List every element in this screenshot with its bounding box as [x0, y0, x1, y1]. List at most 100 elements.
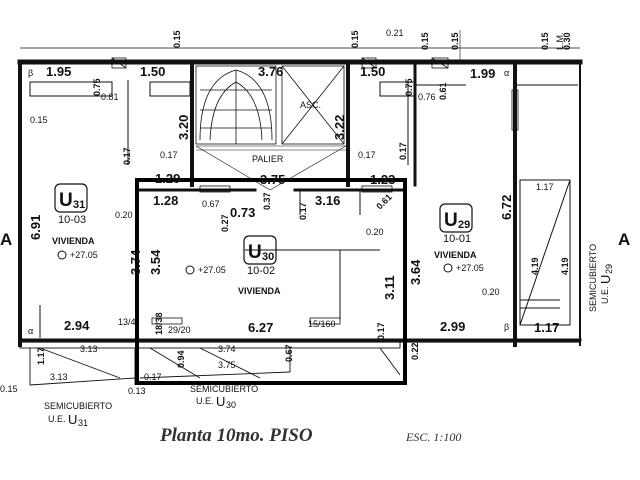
alpha-symbol-bottom: α: [28, 326, 33, 336]
unit-u29: U 29 10-01 VIVIENDA +27.05: [434, 203, 484, 273]
svg-text:1.99: 1.99: [470, 66, 495, 81]
palier-area: [195, 145, 347, 191]
svg-text:29/20: 29/20: [168, 325, 191, 335]
unit-u29-type: VIVIENDA: [434, 250, 477, 260]
unit-u30-number: 10-02: [247, 265, 275, 277]
svg-text:U: U: [216, 394, 225, 409]
semi-u31: SEMICUBIERTO U.E. U 31: [44, 401, 112, 428]
svg-text:0.15: 0.15: [172, 30, 182, 48]
unit-u31-code: U: [59, 190, 73, 211]
svg-text:3.64: 3.64: [408, 259, 423, 285]
svg-text:U: U: [598, 275, 613, 284]
svg-text:3.76: 3.76: [258, 64, 283, 79]
svg-text:0.21: 0.21: [386, 28, 404, 38]
svg-text:U.E.: U.E.: [48, 414, 66, 424]
svg-text:0.67: 0.67: [284, 344, 294, 362]
svg-text:0.15: 0.15: [420, 32, 430, 50]
svg-text:3.75: 3.75: [218, 360, 236, 370]
unit-u30-code: U: [248, 242, 262, 263]
svg-text:0.15: 0.15: [540, 32, 550, 50]
svg-text:0.27: 0.27: [220, 214, 230, 232]
unit-u31-type: VIVIENDA: [52, 236, 95, 246]
svg-text:0.73: 0.73: [230, 205, 255, 220]
beta-symbol-bottom: β: [504, 322, 509, 332]
stair: [195, 65, 277, 145]
svg-text:0.81: 0.81: [101, 92, 119, 102]
svg-text:1.17: 1.17: [534, 320, 559, 335]
unit-u30: U 30 10-02 VIVIENDA +27.05: [185, 235, 281, 296]
unit-u29-number: 10-01: [443, 233, 471, 245]
svg-text:1.28: 1.28: [153, 193, 178, 208]
svg-text:0.17: 0.17: [398, 142, 408, 160]
unit-u30-sub: 30: [262, 251, 274, 263]
asc-label: ASC.: [300, 100, 321, 110]
svg-text:0.67: 0.67: [202, 199, 220, 209]
svg-text:0.20: 0.20: [115, 210, 133, 220]
elevator: [281, 65, 345, 145]
semi-u29: SEMICUBIERTO U.E. U 29: [588, 244, 614, 312]
semi-u30: SEMICUBIERTO U.E. U 30: [190, 384, 258, 410]
svg-text:3.13: 3.13: [50, 372, 68, 382]
level-marker-icon: [443, 263, 453, 273]
svg-text:3.20: 3.20: [176, 115, 191, 140]
section-a-right: A: [618, 230, 630, 249]
svg-text:1.50: 1.50: [360, 64, 385, 79]
level-marker-icon: [57, 250, 67, 260]
svg-text:29: 29: [604, 264, 614, 274]
svg-text:4.19: 4.19: [560, 257, 570, 275]
alpha-symbol: α: [504, 68, 509, 78]
svg-text:3.74: 3.74: [218, 344, 236, 354]
svg-text:0.17: 0.17: [358, 150, 376, 160]
svg-text:18/38: 18/38: [154, 312, 164, 335]
svg-text:SEMICUBIERTO: SEMICUBIERTO: [44, 401, 112, 411]
svg-text:0.17: 0.17: [122, 147, 132, 165]
dimensions-vertical: 6.91 3.20 3.22 3.54 3.74 3.11 3.64 6.72 …: [28, 30, 572, 368]
svg-text:SEMICUBIERTO: SEMICUBIERTO: [190, 384, 258, 394]
svg-text:4.19: 4.19: [530, 257, 540, 275]
svg-text:3.54: 3.54: [148, 249, 163, 275]
svg-text:1.50: 1.50: [140, 64, 165, 79]
svg-text:1.17: 1.17: [536, 182, 554, 192]
section-a-left: A: [0, 230, 12, 249]
dimensions: 1.95 1.50 3.76 1.50 1.99 0.81 0.76 0.21 …: [0, 28, 559, 396]
lm-label: L.M.: [555, 32, 565, 50]
svg-text:0.13: 0.13: [128, 386, 146, 396]
svg-text:0.61: 0.61: [374, 192, 393, 211]
windows: [111, 57, 519, 325]
svg-text:3.11: 3.11: [382, 275, 397, 300]
svg-text:2.94: 2.94: [64, 318, 90, 333]
svg-text:0.30: 0.30: [562, 32, 572, 50]
svg-text:1.23: 1.23: [370, 172, 395, 187]
svg-text:SEMICUBIERTO: SEMICUBIERTO: [588, 244, 598, 312]
unit-u30-level: +27.05: [198, 265, 226, 275]
beta-symbol: β: [28, 68, 33, 78]
svg-text:0.37: 0.37: [262, 192, 272, 210]
svg-text:0.20: 0.20: [366, 227, 384, 237]
unit-u30-type: VIVIENDA: [238, 286, 281, 296]
svg-text:0.75: 0.75: [404, 78, 414, 96]
unit-u29-code: U: [444, 210, 458, 231]
svg-text:0.20: 0.20: [482, 287, 500, 297]
level-marker-icon: [185, 265, 195, 275]
unit-u31-sub: 31: [73, 199, 85, 211]
svg-text:13/4: 13/4: [118, 317, 136, 327]
svg-text:0.17: 0.17: [144, 372, 162, 382]
unit-u29-sub: 29: [458, 219, 470, 231]
svg-text:3.13: 3.13: [80, 344, 98, 354]
svg-text:0.17: 0.17: [376, 322, 386, 340]
svg-text:2.99: 2.99: [440, 319, 465, 334]
svg-text:3.16: 3.16: [315, 193, 340, 208]
svg-text:0.17: 0.17: [298, 202, 308, 220]
semicubierto: [19, 339, 401, 386]
palier-label: PALIER: [252, 154, 284, 164]
svg-text:U.E.: U.E.: [196, 396, 214, 406]
svg-text:0.94: 0.94: [176, 350, 186, 368]
unit-u31-number: 10-03: [58, 214, 86, 226]
plan-scale: ESC. 1:100: [405, 430, 461, 444]
svg-text:0.75: 0.75: [92, 78, 102, 96]
svg-text:3.22: 3.22: [332, 115, 347, 140]
partition-walls: [29, 80, 578, 338]
svg-text:6.27: 6.27: [248, 320, 273, 335]
svg-text:0.15: 0.15: [450, 32, 460, 50]
